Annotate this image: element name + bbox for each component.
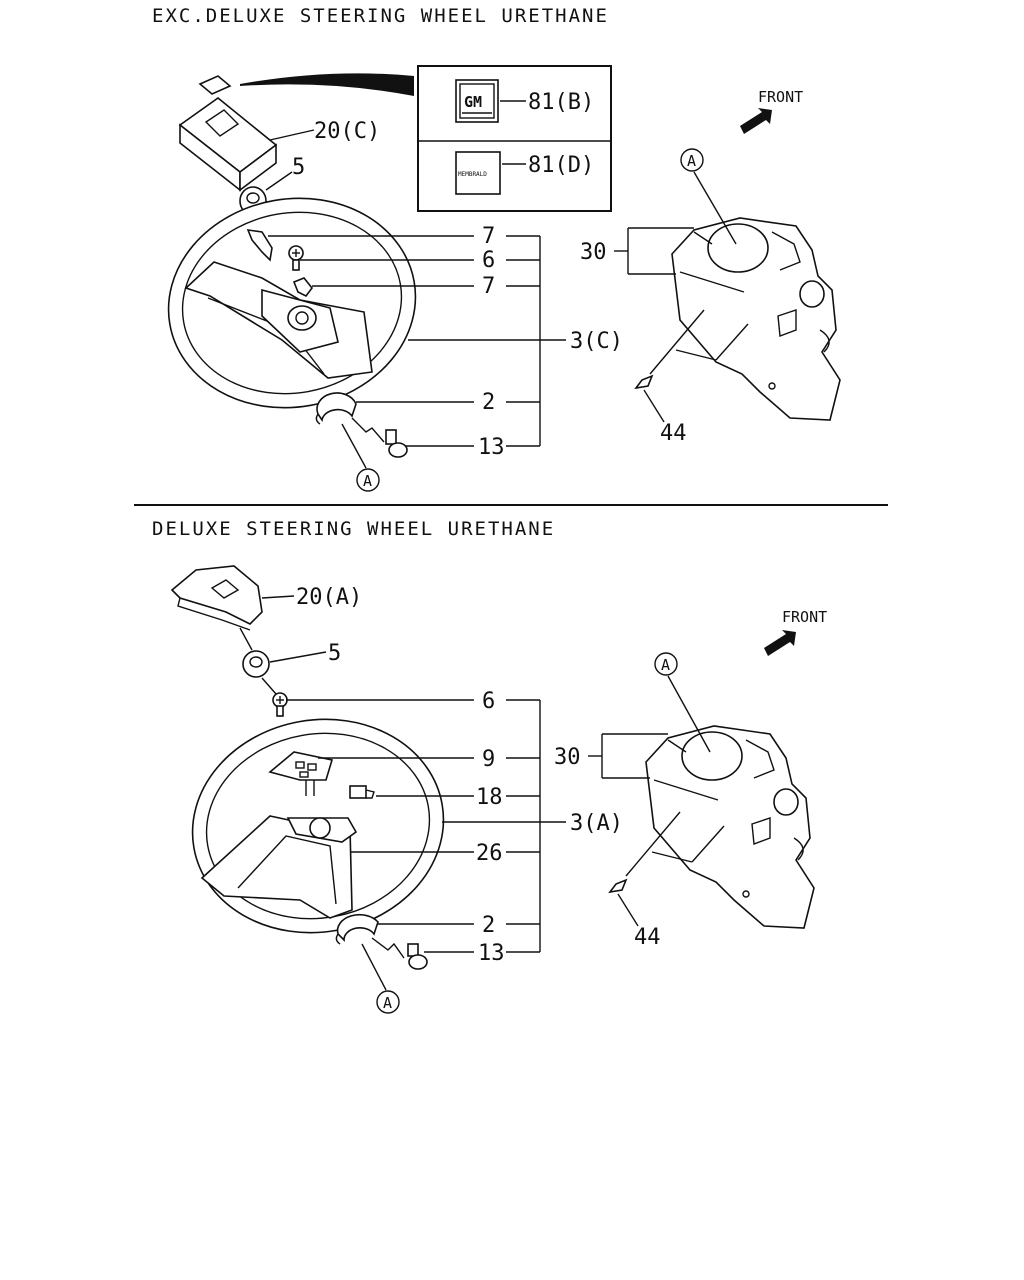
top-section-title: EXC.DELUXE STEERING WHEEL URETHANE — [152, 5, 609, 27]
bolt-13-deluxe — [371, 937, 428, 970]
callout-2-deluxe: 2 — [482, 913, 495, 938]
column-cover-30-bottom — [645, 725, 815, 929]
callout-9: 9 — [482, 747, 495, 772]
emblem-piece — [198, 73, 414, 96]
screw-6-deluxe — [272, 692, 288, 717]
callout-81b: 81(B) — [528, 90, 594, 115]
callout-20c: 20(C) — [314, 119, 380, 144]
callout-2: 2 — [482, 390, 495, 415]
svg-text:A: A — [661, 656, 670, 674]
ring-2 — [315, 392, 357, 425]
callout-44-top: 44 — [660, 421, 687, 446]
gm-emblem-text: GM — [464, 93, 482, 111]
clip-7-upper — [246, 229, 273, 262]
bottom-section-title: DELUXE STEERING WHEEL URETHANE — [152, 518, 555, 540]
callout-bracket-30-top — [614, 227, 694, 275]
horn-pad-cover — [178, 96, 278, 192]
column-cover-30-top — [671, 217, 841, 421]
svg-text:FRONT: FRONT — [782, 608, 827, 626]
callout-20a: 20(A) — [296, 585, 362, 610]
screw-44-bottom — [608, 811, 725, 927]
emblem-box: GM 81(B) MEMBRALD 81(D) — [417, 65, 612, 212]
callout-30-top: 30 — [580, 240, 607, 265]
callout-7-lower: 7 — [482, 274, 495, 299]
screw-6 — [288, 245, 304, 271]
callout-bracket-30-bottom — [588, 733, 668, 779]
switch-9 — [268, 751, 334, 796]
callout-7-upper: 7 — [482, 224, 495, 249]
horn-pad-cover-deluxe — [170, 565, 263, 631]
callout-81d: 81(D) — [528, 153, 594, 178]
callout-18: 18 — [476, 785, 503, 810]
steering-wheel-3c — [167, 197, 417, 409]
callout-6-deluxe: 6 — [482, 689, 495, 714]
callout-13: 13 — [478, 435, 505, 460]
circle-ref-a-cover-bottom: A — [654, 652, 678, 676]
steering-wheel-3a — [191, 718, 445, 934]
svg-text:A: A — [363, 472, 372, 490]
circle-ref-a-cover-top: A — [680, 148, 704, 172]
callout-3c: 3(C) — [570, 329, 623, 354]
callout-13-deluxe: 13 — [478, 941, 505, 966]
callout-5-deluxe: 5 — [328, 641, 341, 666]
svg-text:A: A — [383, 994, 392, 1012]
small-emblem-text: MEMBRALD — [458, 171, 487, 178]
circle-ref-a-wheel-top: A — [356, 468, 380, 492]
callout-26: 26 — [476, 841, 503, 866]
front-arrow-top: FRONT — [740, 88, 803, 134]
circle-ref-a-wheel-bottom: A — [376, 990, 400, 1014]
bolt-13 — [351, 417, 408, 458]
svg-text:FRONT: FRONT — [758, 88, 803, 106]
callout-bracket-top — [268, 235, 566, 447]
ring-2-deluxe — [335, 913, 379, 945]
callout-6: 6 — [482, 248, 495, 273]
callout-5: 5 — [292, 155, 305, 180]
callout-44-bottom: 44 — [634, 925, 661, 950]
nut-5-deluxe — [242, 650, 270, 678]
clip-7-lower — [292, 277, 314, 298]
front-arrow-bottom: FRONT — [764, 608, 827, 656]
svg-text:A: A — [687, 152, 696, 170]
top-section: EXC.DELUXE STEERING WHEEL URETHANE 20(C)… — [152, 5, 841, 492]
connector-18 — [349, 785, 375, 799]
callout-3a: 3(A) — [570, 811, 623, 836]
bottom-section: DELUXE STEERING WHEEL URETHANE 20(A) 5 — [152, 518, 827, 1014]
screw-44-top — [634, 309, 749, 423]
callout-bracket-bottom — [286, 699, 566, 953]
callout-30-bottom: 30 — [554, 745, 581, 770]
